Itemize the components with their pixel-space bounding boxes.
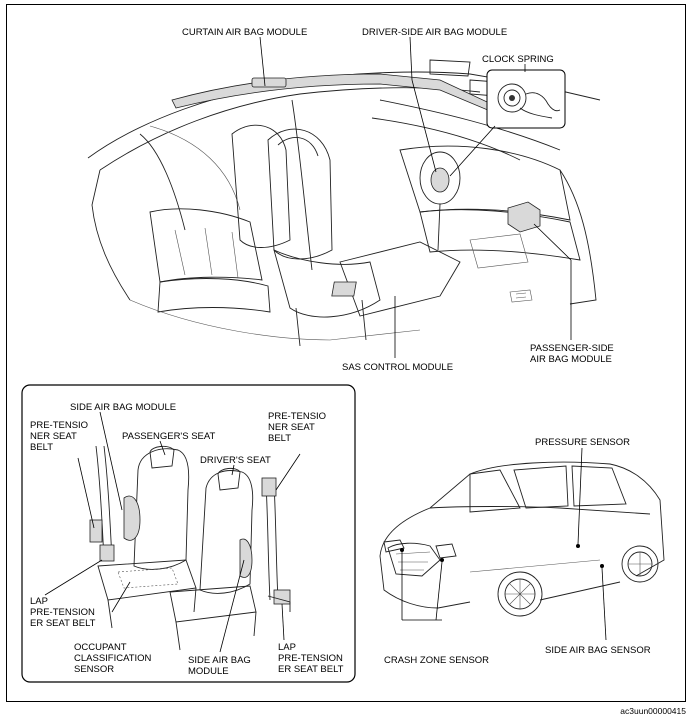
- seat-detail-box: [21, 384, 356, 683]
- label-clock-spring: CLOCK SPRING: [482, 54, 554, 65]
- label-pretensioner-left-2: NER SEAT: [30, 431, 77, 442]
- label-pretensioner-left: PRE-TENSIO: [30, 420, 88, 431]
- label-crash-zone-sensor: CRASH ZONE SENSOR: [384, 655, 489, 666]
- leader-lines-top: [259, 36, 572, 358]
- label-lap-pretensioner-right-3: ER SEAT BELT: [278, 664, 344, 675]
- label-occupant-classification-sensor-3: SENSOR: [74, 664, 114, 675]
- label-pressure-sensor: PRESSURE SENSOR: [535, 437, 630, 448]
- label-sas-control-module: SAS CONTROL MODULE: [342, 362, 453, 373]
- label-pretensioner-left-3: BELT: [30, 442, 53, 453]
- label-curtain-air-bag-module: CURTAIN AIR BAG MODULE: [182, 27, 307, 38]
- label-passengers-seat: PASSENGER'S SEAT: [122, 431, 216, 442]
- label-pretensioner-right: PRE-TENSIO: [268, 411, 326, 422]
- label-passenger-side-air-bag-module: PASSENGER-SIDE: [530, 343, 614, 354]
- clock-spring-detail: [486, 69, 566, 129]
- vehicle-exterior-illustration: [379, 461, 665, 617]
- label-driver-side-air-bag-module: DRIVER-SIDE AIR BAG MODULE: [362, 27, 507, 38]
- label-passenger-side-air-bag-module-2: AIR BAG MODULE: [530, 354, 612, 365]
- leader-lines-seats: [44, 411, 301, 653]
- label-lap-pretensioner-left-3: ER SEAT BELT: [30, 618, 96, 629]
- label-side-air-bag-module: SIDE AIR BAG MODULE: [70, 402, 176, 413]
- seats-illustration: [89, 445, 291, 651]
- leader-lines-exterior: [401, 447, 607, 641]
- label-pretensioner-right-3: BELT: [268, 433, 291, 444]
- label-side-air-bag-module-bottom: SIDE AIR BAG: [188, 655, 251, 666]
- label-drivers-seat: DRIVER'S SEAT: [200, 455, 271, 466]
- label-lap-pretensioner-right-2: PRE-TENSION: [278, 653, 343, 664]
- labels: CURTAIN AIR BAG MODULE DRIVER-SIDE AIR B…: [30, 27, 651, 677]
- label-lap-pretensioner-left-2: PRE-TENSION: [30, 607, 95, 618]
- label-occupant-classification-sensor-2: CLASSIFICATION: [74, 653, 152, 664]
- label-pretensioner-right-2: NER SEAT: [268, 422, 315, 433]
- label-side-air-bag-module-bottom-2: MODULE: [188, 666, 229, 677]
- label-occupant-classification-sensor: OCCUPANT: [74, 642, 127, 653]
- figure-code: ac3uun00000415: [620, 706, 686, 716]
- label-lap-pretensioner-left: LAP: [30, 596, 48, 607]
- label-lap-pretensioner-right: LAP: [278, 642, 296, 653]
- vehicle-interior-illustration: [87, 59, 601, 347]
- label-side-air-bag-sensor: SIDE AIR BAG SENSOR: [545, 645, 651, 656]
- diagram-frame: [6, 4, 686, 702]
